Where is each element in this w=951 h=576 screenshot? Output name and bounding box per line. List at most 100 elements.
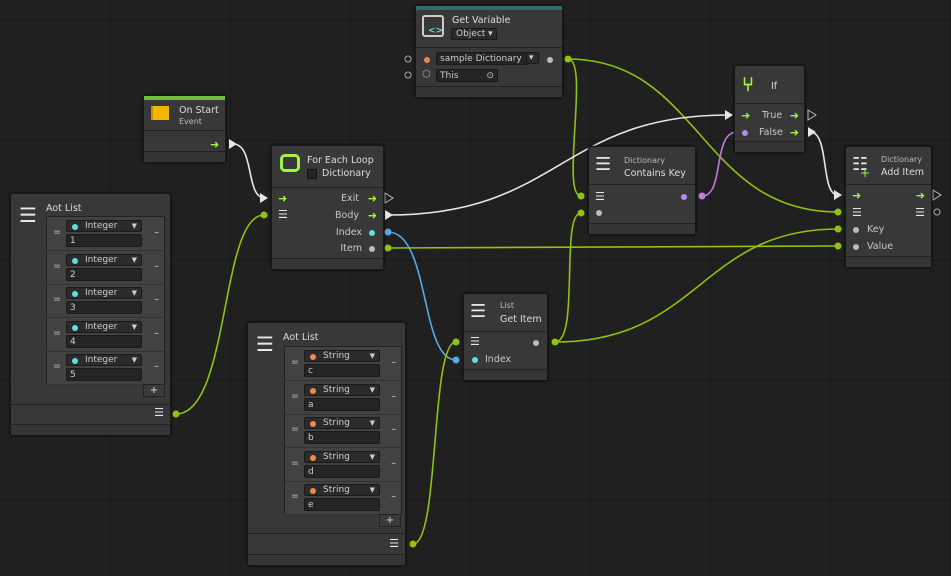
node-title: Get Item xyxy=(500,314,542,325)
item-value-field[interactable]: 2 xyxy=(66,267,142,281)
item-value-field[interactable]: 1 xyxy=(66,234,142,247)
item-type-dropdown[interactable]: Integer▼ xyxy=(66,354,142,367)
type-dot-icon xyxy=(72,291,78,298)
drag-handle-icon[interactable]: = xyxy=(53,361,61,373)
for-each-loop-node[interactable]: For Each Loop Dictionary ➜ ☰ Exit ➜ Body… xyxy=(271,145,384,270)
remove-item-button[interactable]: – xyxy=(391,357,396,368)
item-value-field[interactable]: d xyxy=(304,464,380,478)
flow-in-icon: ➜ xyxy=(741,109,751,122)
list-item[interactable]: = String▼b– xyxy=(285,414,401,449)
item-type-dropdown[interactable]: String▼ xyxy=(304,450,380,463)
wire-getitem-to-additem-key xyxy=(554,228,839,343)
item-value-field[interactable]: b xyxy=(304,431,380,445)
dictionary-add-item-node[interactable]: ☷+ Dictionary Add Item ➜ ➜ ☰ ☰ Key Value xyxy=(845,146,932,268)
drag-handle-icon[interactable]: = xyxy=(53,327,61,339)
exit-flow-icon: ➜ xyxy=(367,192,377,205)
on-start-node[interactable]: On Start Event ➜ xyxy=(143,95,226,163)
item-value-field[interactable]: 3 xyxy=(66,301,142,315)
item-type-dropdown[interactable]: Integer▼ xyxy=(66,320,142,333)
list-item[interactable]: = Integer▼3– xyxy=(47,284,164,319)
target-field[interactable]: This⊙ xyxy=(436,69,498,82)
drag-handle-icon[interactable]: = xyxy=(291,491,299,503)
wire-item-to-additem-value xyxy=(387,245,839,249)
item-value-field[interactable]: 5 xyxy=(66,368,142,382)
item-type-dropdown[interactable]: String▼ xyxy=(304,484,380,497)
list-items-box: =String▼c–=String▼a–=String▼b–=String▼d–… xyxy=(284,346,402,516)
value-port[interactable] xyxy=(853,244,859,250)
condition-port[interactable] xyxy=(742,130,748,136)
node-footer xyxy=(11,424,170,435)
item-type-dropdown[interactable]: Integer▼ xyxy=(66,253,142,266)
index-port[interactable] xyxy=(369,230,375,236)
dictionary-output-icon: ☰ xyxy=(915,206,925,219)
variable-name-field[interactable]: sample Dictionary xyxy=(436,52,528,65)
drag-handle-icon[interactable]: = xyxy=(291,357,299,368)
item-type-dropdown[interactable]: Integer▼ xyxy=(66,220,142,232)
drag-handle-icon[interactable]: = xyxy=(53,227,61,238)
variable-kind-dropdown[interactable]: Object ▾ xyxy=(451,28,497,40)
output-port[interactable] xyxy=(547,57,553,63)
drag-handle-icon[interactable]: = xyxy=(53,294,61,306)
item-value-field[interactable]: c xyxy=(304,364,380,377)
remove-item-button[interactable]: – xyxy=(391,390,396,402)
index-port[interactable] xyxy=(472,357,478,363)
add-item-button[interactable]: + xyxy=(379,514,401,527)
port-dot xyxy=(409,540,417,548)
dictionary-contains-key-node[interactable]: ☰ Dictionary Contains Key ☰ xyxy=(588,146,696,235)
bool-output-port[interactable] xyxy=(681,194,687,200)
variable-name-dropdown[interactable]: ▾ xyxy=(526,52,539,64)
if-node[interactable]: ⑂ If ➜ True ➜ False ➜ xyxy=(734,65,805,153)
object-picker-icon[interactable]: ⊙ xyxy=(486,71,494,81)
node-title: Aot List xyxy=(283,332,319,343)
list-icon: ☰ xyxy=(278,208,288,221)
remove-item-button[interactable]: – xyxy=(391,424,396,436)
chevron-down-icon: ▼ xyxy=(131,322,137,331)
remove-item-button[interactable]: – xyxy=(154,260,159,272)
item-type-dropdown[interactable]: String▼ xyxy=(304,417,380,430)
list-items-box: =Integer▼1–=Integer▼2–=Integer▼3–=Intege… xyxy=(46,216,165,386)
false-label: False xyxy=(759,127,783,138)
dictionary-checkbox[interactable] xyxy=(307,169,317,179)
list-output-icon: ☰ xyxy=(154,406,164,419)
remove-item-button[interactable]: – xyxy=(154,327,159,339)
chevron-down-icon: ▼ xyxy=(369,352,375,360)
add-item-button[interactable]: + xyxy=(143,384,165,397)
type-dot-icon xyxy=(310,354,316,360)
output-port[interactable] xyxy=(533,340,539,346)
aot-list-integer-node[interactable]: ☰ Aot List =Integer▼1–=Integer▼2–=Intege… xyxy=(10,193,171,436)
item-port[interactable] xyxy=(369,246,375,252)
remove-item-button[interactable]: – xyxy=(391,491,396,503)
remove-item-button[interactable]: – xyxy=(154,227,159,238)
item-type-dropdown[interactable]: String▼ xyxy=(304,383,380,396)
item-value-field[interactable]: e xyxy=(304,498,380,512)
drag-handle-icon[interactable]: = xyxy=(291,390,299,402)
key-port[interactable] xyxy=(596,210,602,216)
item-value-field[interactable]: 4 xyxy=(66,334,142,348)
list-item[interactable]: = String▼a– xyxy=(285,381,401,415)
remove-item-button[interactable]: – xyxy=(391,457,396,469)
list-item[interactable]: = Integer▼5– xyxy=(47,351,164,386)
list-get-item-node[interactable]: ☰ List Get Item ☰ Index xyxy=(463,293,548,381)
drag-handle-icon[interactable]: = xyxy=(291,457,299,469)
drag-handle-icon[interactable]: = xyxy=(53,260,61,272)
node-footer xyxy=(589,223,695,234)
key-port[interactable] xyxy=(853,227,859,233)
wire-false-to-additem xyxy=(809,131,839,196)
get-variable-node[interactable]: <> Get Variable Object ▾ sample Dictiona… xyxy=(415,5,563,98)
item-type-dropdown[interactable]: String▼ xyxy=(304,350,380,362)
list-item[interactable]: = String▼d– xyxy=(285,448,401,482)
remove-item-button[interactable]: – xyxy=(154,361,159,373)
aot-list-string-node[interactable]: ☰ Aot List =String▼c–=String▼a–=String▼b… xyxy=(247,322,406,566)
item-value-field[interactable]: a xyxy=(304,397,380,411)
list-item[interactable]: = String▼e– xyxy=(285,481,401,516)
remove-item-button[interactable]: – xyxy=(154,294,159,306)
node-title: For Each Loop xyxy=(307,155,374,166)
drag-handle-icon[interactable]: = xyxy=(291,424,299,436)
node-title: On Start xyxy=(179,105,219,116)
list-item[interactable]: = String▼ c– xyxy=(285,347,401,381)
list-item[interactable]: = Integer▼4– xyxy=(47,318,164,352)
list-item[interactable]: = Integer▼2– xyxy=(47,251,164,285)
node-subtitle: Event xyxy=(179,117,202,126)
list-item[interactable]: = Integer▼ 1 – xyxy=(47,217,164,251)
item-type-dropdown[interactable]: Integer▼ xyxy=(66,287,142,300)
